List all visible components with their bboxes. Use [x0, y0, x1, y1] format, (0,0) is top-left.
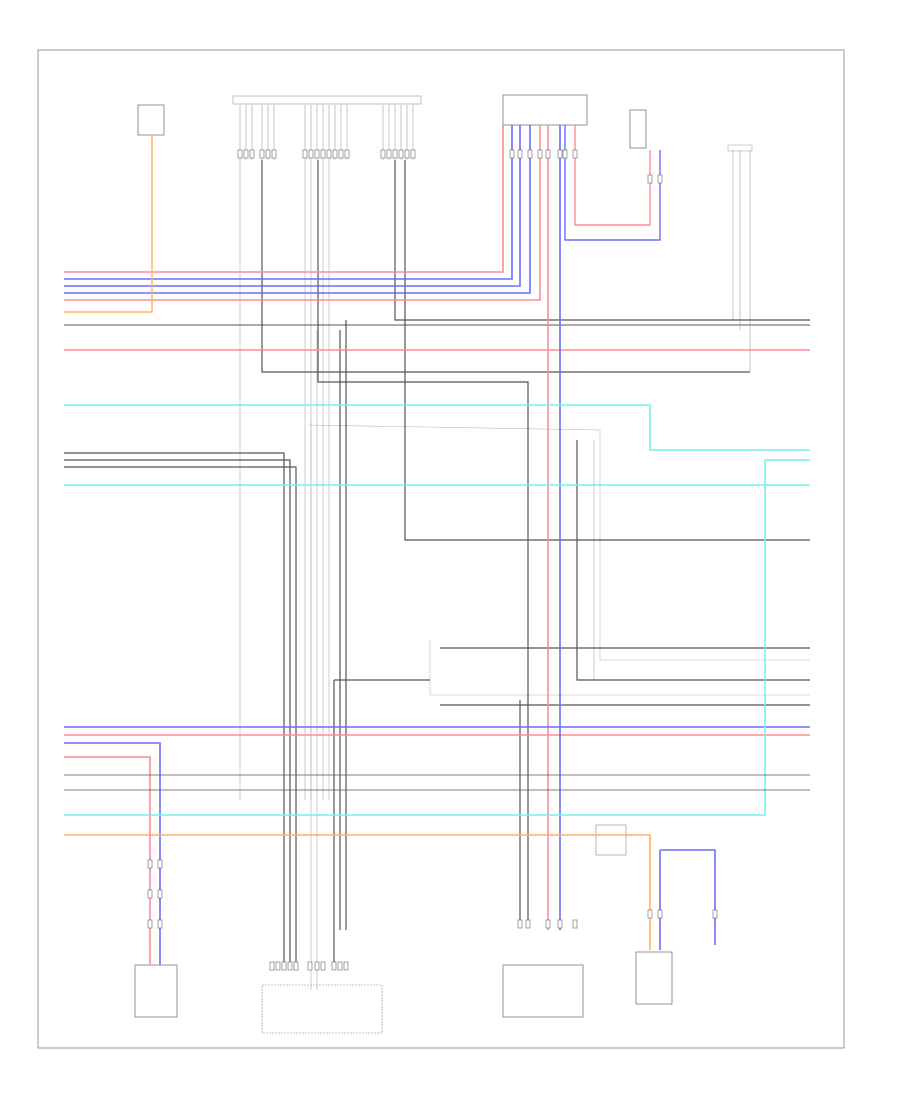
connector-pin: [332, 149, 338, 159]
connector-pins-group: [147, 149, 718, 971]
connector-pin: [326, 149, 332, 159]
connector-pin: [271, 149, 277, 159]
connector-pin: [157, 859, 163, 869]
mid-center-device: [595, 824, 627, 856]
connector-pin: [545, 149, 551, 159]
connector-pin: [147, 919, 153, 929]
top-mid-connector: [232, 95, 422, 105]
blue-wire-57: [64, 125, 513, 280]
connector-pin: [527, 149, 533, 159]
connector-pin: [344, 149, 350, 159]
connector-pin: [647, 909, 653, 919]
bottom-left-module: [134, 964, 178, 1018]
connector-pin: [249, 149, 255, 159]
connector-pin: [308, 149, 314, 159]
bottom-mid-connector: [261, 984, 383, 1034]
connector-pin: [525, 919, 531, 929]
connector-pin: [537, 149, 543, 159]
connector-pin: [398, 149, 404, 159]
connector-pin: [517, 149, 523, 159]
connector-pin: [243, 149, 249, 159]
connector-pin: [259, 149, 265, 159]
connector-pin: [343, 961, 349, 971]
connector-pin: [647, 174, 653, 184]
top-center-module: [502, 94, 588, 126]
red-wire-54: [64, 756, 151, 965]
black-wire-42: [64, 466, 297, 965]
top-right-module: [629, 109, 647, 149]
connector-pin: [302, 149, 308, 159]
connector-pin: [410, 149, 416, 159]
black-wire-35: [317, 160, 529, 920]
connector-pin: [269, 961, 275, 971]
connector-pin: [287, 961, 293, 971]
gray-wire-30: [429, 640, 810, 696]
blue-wire-59: [64, 125, 531, 294]
red-wire-56: [574, 125, 651, 226]
connector-pin: [314, 961, 320, 971]
connector-pin: [572, 149, 578, 159]
black-wire-34: [261, 160, 750, 373]
connector-pin: [557, 149, 563, 159]
connector-pin: [392, 149, 398, 159]
connector-pin: [147, 889, 153, 899]
connector-pin: [657, 909, 663, 919]
wires-group: [64, 105, 810, 990]
connector-pin: [562, 149, 568, 159]
connector-pin: [572, 919, 578, 929]
blue-wire-61: [64, 742, 161, 965]
connector-pin: [337, 961, 343, 971]
connector-pin: [314, 149, 320, 159]
blue-wire-64: [660, 849, 716, 945]
cyan-wire-68: [64, 404, 810, 451]
black-wire-41: [64, 459, 291, 965]
bottom-center-module: [502, 964, 584, 1018]
connector-pin: [380, 149, 386, 159]
connector-pin: [404, 149, 410, 159]
connector-pin: [657, 174, 663, 184]
connector-pin: [517, 919, 523, 929]
connector-pin: [386, 149, 392, 159]
gray-wire-29: [307, 424, 810, 661]
connector-pin: [712, 909, 718, 919]
red-wire-50: [64, 125, 504, 273]
connector-pin: [307, 961, 313, 971]
connector-pin: [281, 961, 287, 971]
connector-pin: [557, 919, 563, 929]
connector-pin: [275, 961, 281, 971]
connector-pin: [147, 859, 153, 869]
red-wire-51: [64, 125, 541, 301]
connector-pin: [265, 149, 271, 159]
connector-pin: [157, 919, 163, 929]
blue-wire-58: [64, 125, 521, 287]
black-wire-40: [64, 452, 285, 965]
connector-pin: [157, 889, 163, 899]
connector-pin: [338, 149, 344, 159]
connector-pin: [320, 149, 326, 159]
orange-wire-66: [64, 135, 153, 313]
diagram-frame: [37, 49, 845, 1049]
blue-wire-63: [564, 125, 661, 241]
connector-pin: [509, 149, 515, 159]
black-wire-36: [394, 160, 810, 321]
connector-pin: [545, 919, 551, 929]
black-wire-45: [576, 440, 810, 681]
connector-pin: [237, 149, 243, 159]
top-left-sensor: [137, 104, 165, 136]
connector-pin: [331, 961, 337, 971]
cyan-wire-70: [64, 459, 810, 816]
connector-pin: [320, 961, 326, 971]
connector-pin: [293, 961, 299, 971]
bottom-right-switch: [635, 951, 673, 1005]
